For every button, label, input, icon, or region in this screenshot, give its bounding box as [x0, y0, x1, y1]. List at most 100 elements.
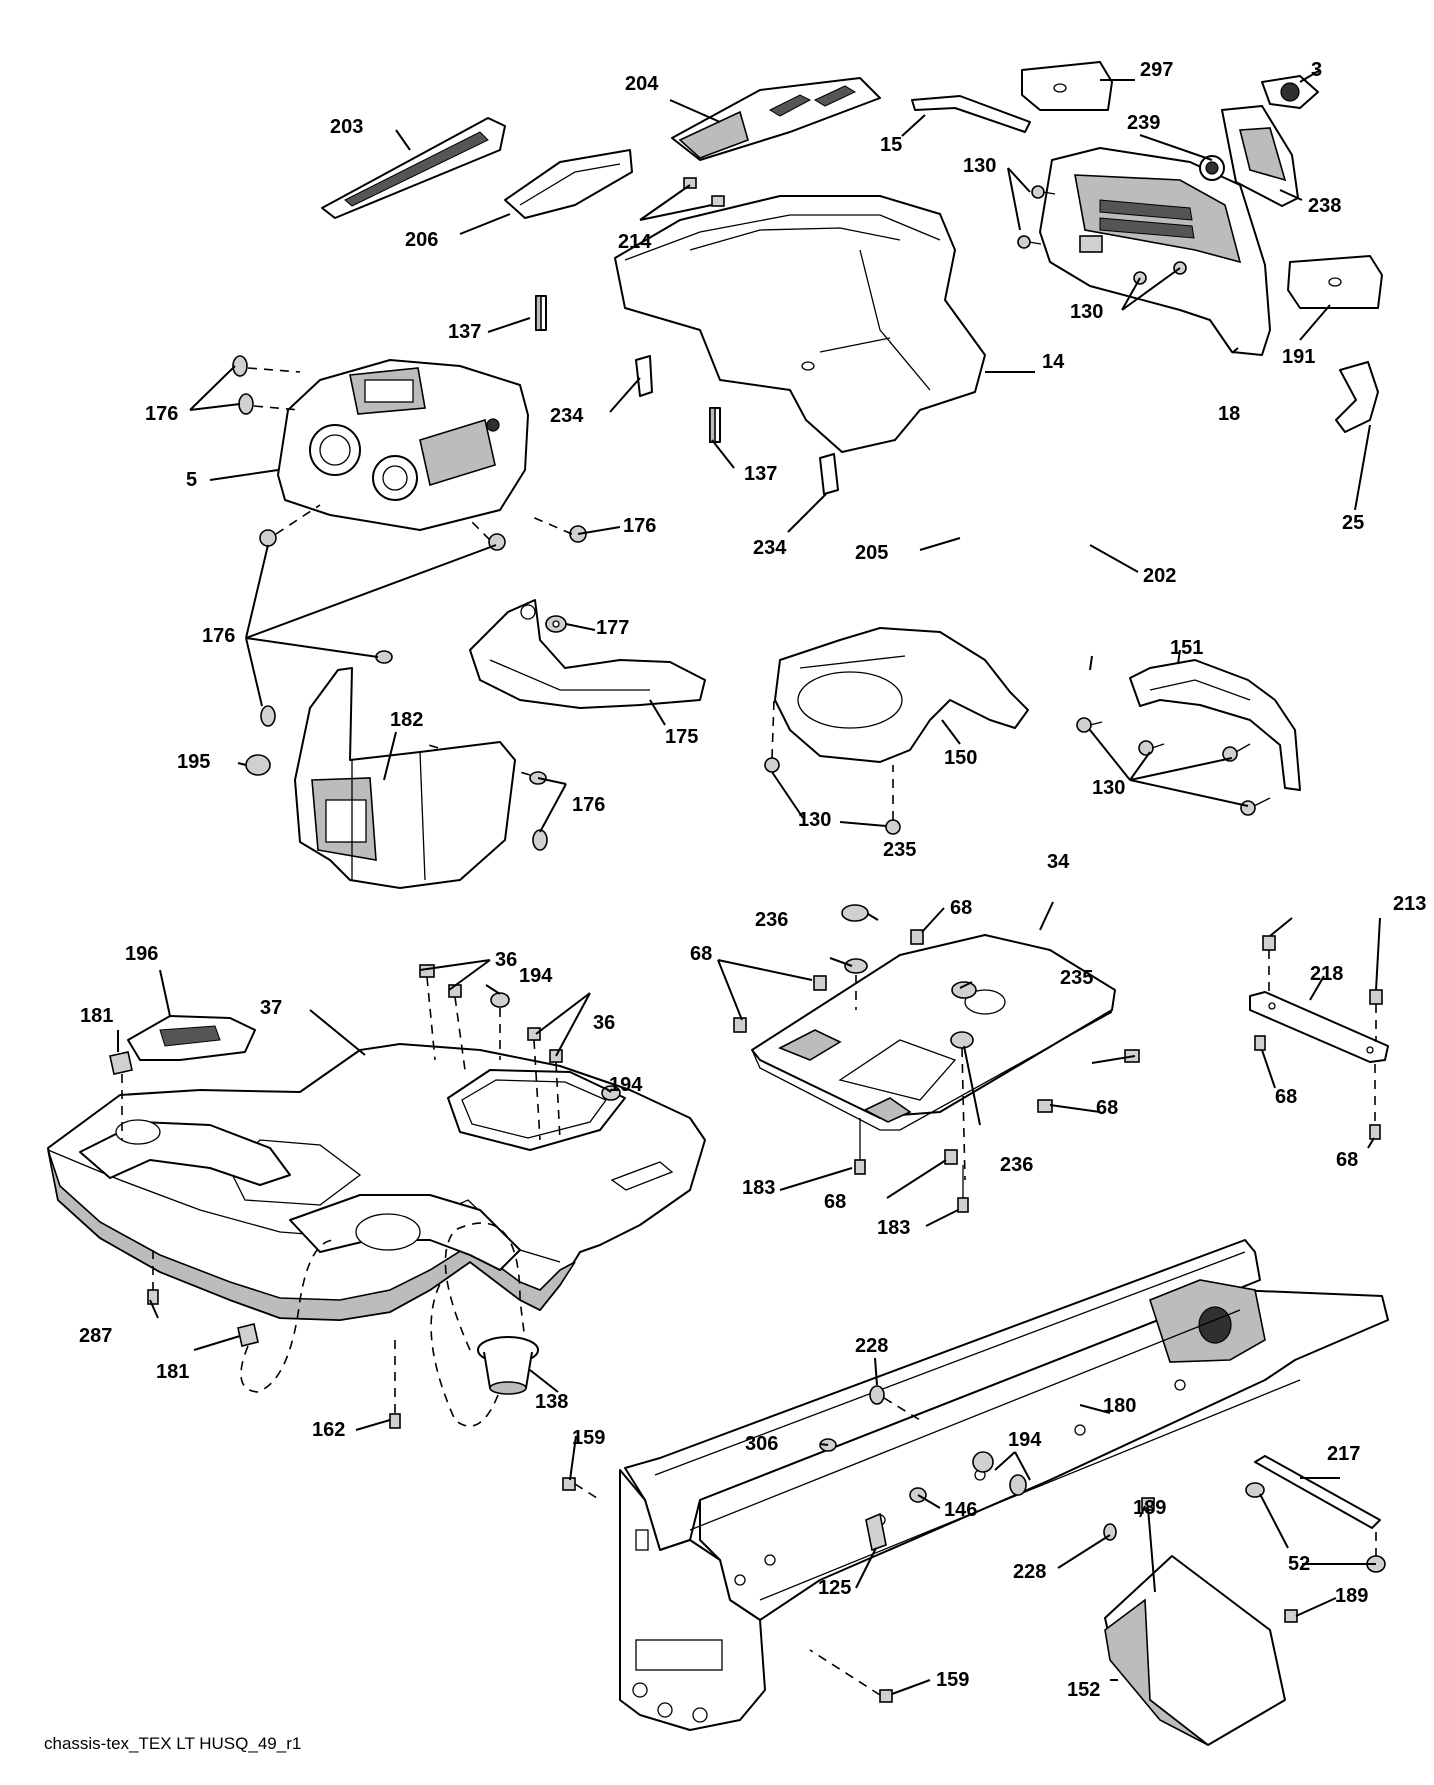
callout-68-f: 68 [1336, 1149, 1359, 1171]
callout-5: 5 [186, 469, 198, 491]
part-15-hood-strip [911, 95, 1031, 133]
callout-68-b: 68 [690, 943, 713, 965]
callout-183-b: 183 [877, 1217, 911, 1239]
callout-234-a: 234 [550, 405, 584, 427]
part-177-nut [545, 615, 567, 633]
part-25-lower-trim [1335, 361, 1379, 433]
callout-125: 125 [818, 1577, 852, 1599]
callout-68-c: 68 [1096, 1097, 1119, 1119]
callout-151: 151 [1170, 637, 1204, 659]
part-218-support-bar [1249, 991, 1389, 1063]
part-217-rod [1245, 1455, 1386, 1573]
callout-175: 175 [665, 726, 699, 748]
callout-205: 205 [855, 542, 889, 564]
callout-202: 202 [1143, 565, 1177, 587]
part-37-rear-fender [47, 1043, 706, 1321]
callout-213-a: 213 [1393, 893, 1427, 915]
callout-306: 306 [745, 1433, 779, 1455]
callout-297: 297 [1140, 59, 1174, 81]
part-191-headlight-cover [1287, 255, 1383, 309]
callout-137-b: 137 [744, 463, 778, 485]
leader-lines [117, 69, 1381, 1695]
part-152-cover [1104, 1555, 1286, 1746]
callout-68-e: 68 [1275, 1086, 1298, 1108]
callout-176-b: 176 [623, 515, 657, 537]
callout-159-a: 159 [572, 1427, 606, 1449]
callout-181-b: 181 [156, 1361, 190, 1383]
callout-130-b: 130 [1070, 301, 1104, 323]
part-181-nut-top [109, 1051, 133, 1140]
callout-196: 196 [125, 943, 159, 965]
callout-180: 180 [1103, 1395, 1137, 1417]
callout-191: 191 [1282, 346, 1316, 368]
callout-130-d: 130 [798, 809, 832, 831]
callout-217: 217 [1327, 1443, 1361, 1465]
callout-194-c: 194 [1008, 1429, 1042, 1451]
part-175-bracket [469, 599, 706, 709]
part-297-headlight-cover [1021, 61, 1113, 111]
part-182-lower-dash [294, 667, 516, 889]
callout-183-a: 183 [742, 1177, 776, 1199]
part-203-side-trim [321, 117, 506, 219]
part-239-badge [1199, 155, 1225, 181]
callout-152: 152 [1067, 1679, 1101, 1701]
callout-18: 18 [1218, 403, 1241, 425]
callout-146: 146 [944, 1499, 978, 1521]
callout-189-a: 189 [1133, 1497, 1167, 1519]
callout-235-b: 235 [1060, 967, 1094, 989]
callout-138: 138 [535, 1391, 569, 1413]
callout-236-b: 236 [1000, 1154, 1034, 1176]
callout-68-a: 68 [950, 897, 973, 919]
callout-176-c: 176 [202, 625, 236, 647]
part-206-vent-panel [504, 149, 633, 219]
part-151-bracket [1129, 659, 1301, 791]
callout-234-b: 234 [753, 537, 787, 559]
part-234-hinge-top [635, 355, 653, 397]
callout-218: 218 [1310, 963, 1344, 985]
callout-25: 25 [1342, 512, 1365, 534]
hardware-235-236 [841, 904, 977, 1181]
part-137-bumper-bottom [709, 407, 721, 443]
callout-176-d: 176 [572, 794, 606, 816]
callout-228-b: 228 [1013, 1561, 1047, 1583]
callout-130-a: 130 [963, 155, 997, 177]
part-195-plug [245, 754, 271, 776]
callout-195: 195 [177, 751, 211, 773]
callout-181-a: 181 [80, 1005, 114, 1027]
callout-34: 34 [1047, 851, 1070, 873]
part-238-grille-insert [1221, 105, 1299, 207]
callout-14: 14 [1042, 351, 1065, 373]
part-34-footrest-plate [751, 934, 1116, 1131]
part-214-clips [683, 177, 725, 207]
part-196-fender-trim [127, 1015, 256, 1061]
callout-176-a: 176 [145, 403, 179, 425]
callout-150: 150 [944, 747, 978, 769]
part-137-bumper-top [535, 295, 547, 331]
callout-194-b: 194 [609, 1074, 643, 1096]
part-181-nut-bottom [237, 1239, 336, 1393]
callout-52: 52 [1288, 1553, 1311, 1575]
callout-214: 214 [618, 231, 652, 253]
callout-189-b: 189 [1335, 1585, 1369, 1607]
bolts-68-183-plate [733, 929, 1140, 1213]
callout-228-a: 228 [855, 1335, 889, 1357]
callout-235-a: 235 [883, 839, 917, 861]
callout-239: 239 [1127, 112, 1161, 134]
diagram-caption: chassis-tex_TEX LT HUSQ_49_r1 [44, 1734, 302, 1753]
part-234-hinge-bottom [819, 453, 839, 495]
part-3-emblem [1261, 75, 1319, 109]
callout-194-a: 194 [519, 965, 553, 987]
part-204-hood-vent [671, 77, 881, 161]
callout-130-c: 130 [1092, 777, 1126, 799]
callout-68-d: 68 [824, 1191, 847, 1213]
callout-238: 238 [1308, 195, 1342, 217]
callout-3: 3 [1311, 59, 1323, 81]
callout-177: 177 [596, 617, 630, 639]
callout-137-a: 137 [448, 321, 482, 343]
callout-287: 287 [79, 1325, 113, 1347]
part-5-dash-panel [277, 359, 529, 531]
part-150-shroud [774, 627, 1029, 763]
callout-36-b: 36 [593, 1012, 616, 1034]
